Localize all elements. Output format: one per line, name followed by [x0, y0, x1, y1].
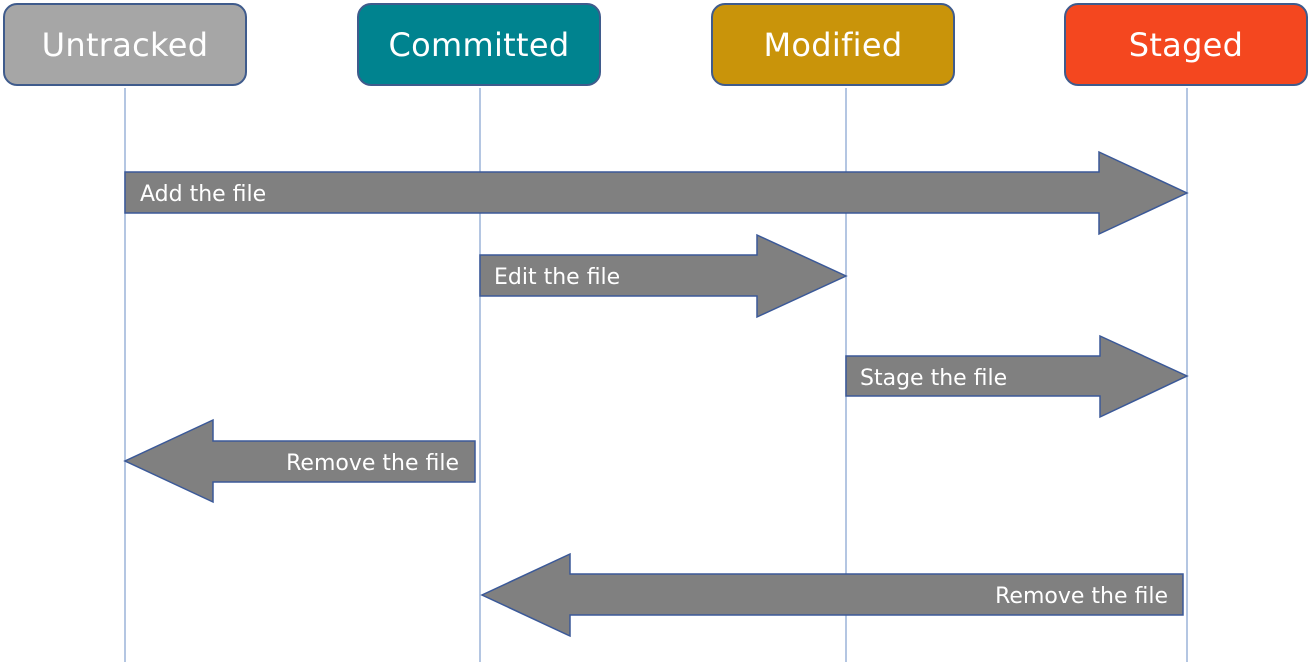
state-committed-label: Committed	[388, 25, 570, 64]
state-staged-label: Staged	[1128, 25, 1244, 64]
state-modified: Modified	[711, 3, 955, 86]
arrow-remove-the-file-to-untracked	[123, 418, 476, 504]
arrow-stage-the-file	[845, 334, 1189, 419]
arrow-add-the-file	[124, 150, 1189, 236]
label-stage-the-file: Stage the file	[860, 366, 1007, 391]
arrow-remove-the-file-to-committed	[480, 552, 1184, 638]
label-remove-the-file-to-untracked: Remove the file	[286, 451, 459, 476]
state-staged: Staged	[1064, 3, 1308, 86]
label-remove-the-file-to-committed: Remove the file	[995, 584, 1168, 609]
label-edit-the-file: Edit the file	[494, 265, 620, 290]
arrow-edit-the-file	[479, 233, 848, 319]
state-untracked-label: Untracked	[41, 25, 209, 64]
label-add-the-file: Add the file	[140, 182, 266, 207]
state-untracked: Untracked	[3, 3, 247, 86]
state-modified-label: Modified	[763, 25, 903, 64]
state-committed: Committed	[357, 3, 601, 86]
